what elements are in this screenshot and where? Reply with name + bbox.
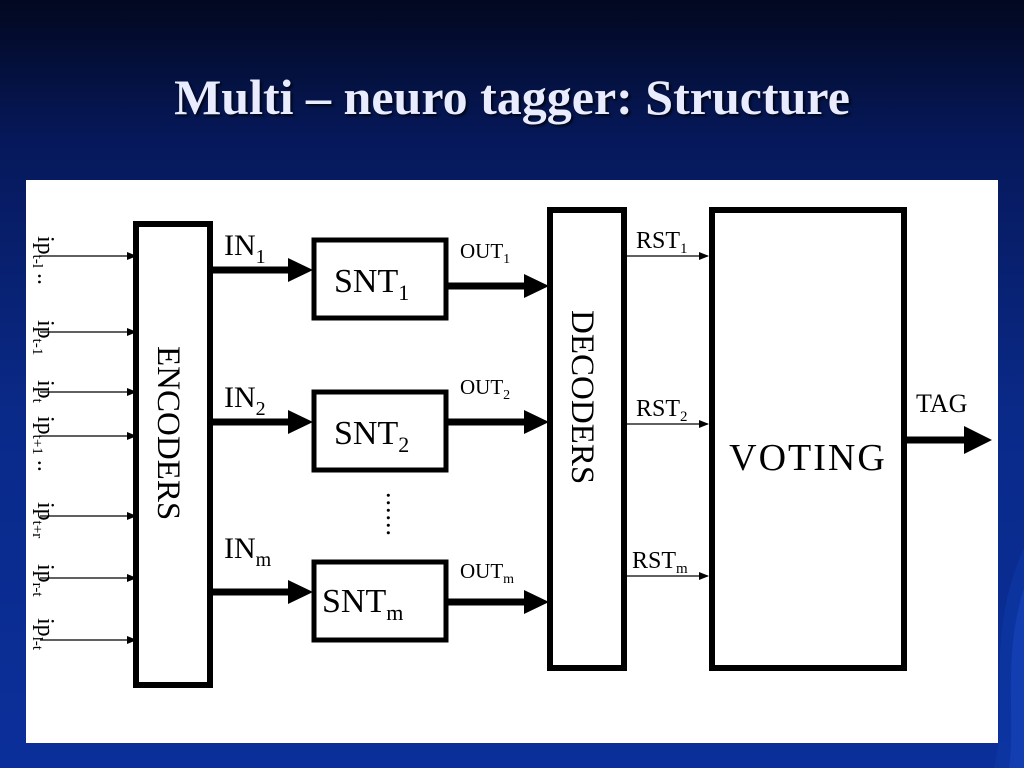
input-label-1: ipt-l.. [29,236,58,285]
ellipsis: ...... [381,492,410,537]
input-label-6: ipr-t [29,564,58,597]
in-arrowhead-2 [288,410,313,434]
rst-label-2: RST2 [636,396,688,425]
input-label-5: ipt+r [29,502,58,538]
tag-label: TAG [916,389,967,418]
channel-2: IN2 SNT2 OUT2 RST2 [210,375,709,473]
out-label-2: OUT2 [460,375,510,403]
input-group: ipt-l.. ipt-1 ipt ipt+1.. ipt+r ipr-t ip… [29,236,137,651]
in-label-m: INm [224,532,272,571]
decoders-box [547,207,627,671]
decoders-label: DECODERS [564,310,600,484]
snt-box-1 [311,237,449,321]
input-label-2: ipt-1 [29,320,58,355]
snt-label-1: SNT1 [334,263,409,305]
out-label-1: OUT1 [460,239,510,267]
channel-m: INm SNTm OUTm RSTm [210,532,709,643]
snt-label-2: SNT2 [334,415,409,457]
out-arrowhead-m [524,590,549,614]
in-arrowhead-1 [288,258,313,282]
corner-decoration [994,548,1024,768]
diagram-panel: ipt-l.. ipt-1 ipt ipt+1.. ipt+r ipr-t ip… [26,180,998,743]
tagger-structure-diagram: ipt-l.. ipt-1 ipt ipt+1.. ipt+r ipr-t ip… [29,207,992,688]
in-arrowhead-m [288,580,313,604]
tag-arrowhead [964,426,992,454]
out-arrowhead-1 [524,274,549,298]
input-label-4: ipt+1.. [29,416,58,472]
rst-label-1: RST1 [636,228,688,257]
input-label-3: ipt [29,380,58,404]
snt-box-m [311,559,449,643]
in-label-2: IN2 [224,381,266,420]
channel-1: IN1 SNT1 OUT1 RST1 [210,228,709,321]
encoders-box [133,221,213,688]
slide-title: Multi – neuro tagger: Structure [174,69,850,125]
out-arrowhead-2 [524,410,549,434]
snt-box-2 [311,389,449,473]
snt-label-m: SNTm [322,583,403,625]
in-label-1: IN1 [224,229,266,268]
rst-label-m: RSTm [632,548,688,577]
out-label-m: OUTm [460,559,514,587]
encoders-label: ENCODERS [150,346,186,520]
voting-label: VOTING [729,437,887,479]
input-label-7: ipl-t [29,618,58,651]
